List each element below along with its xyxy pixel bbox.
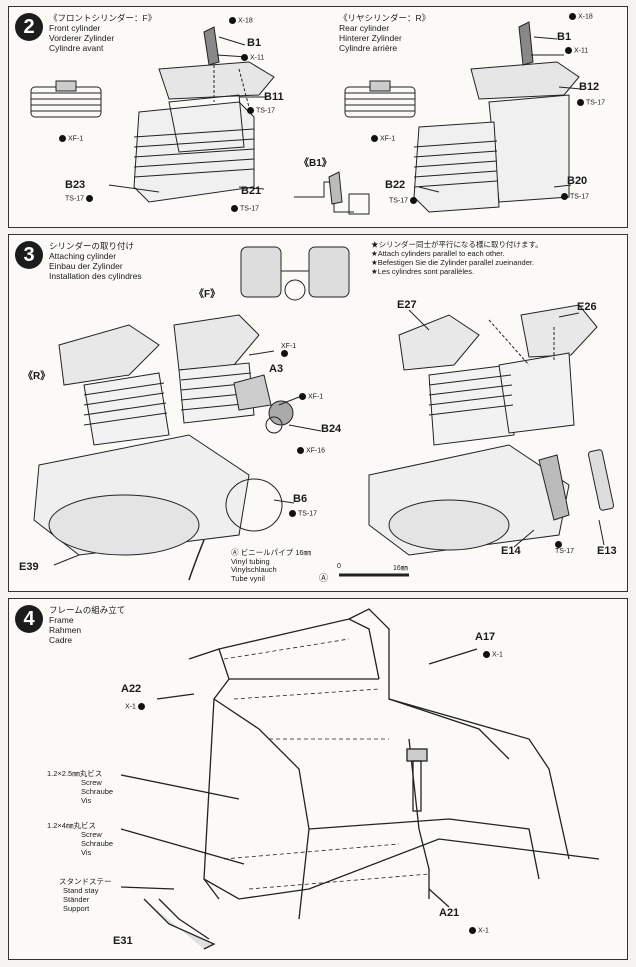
paint-dot-icon: [371, 135, 378, 142]
paint-dot-icon: [289, 510, 296, 517]
paint-dot-icon: [555, 541, 562, 548]
paint-code-x11-front: X-11: [241, 54, 264, 61]
part-a17: A17: [475, 631, 496, 643]
step-3-notes: ★シリンダー同士が平行になる様に取り付けます。 ★Attach cylinder…: [371, 240, 543, 276]
paint-code-xf1-rear: XF-1: [371, 135, 395, 142]
paint-code-x1-a22: X-1: [125, 703, 147, 710]
paint-code-ts17-b20: TS-17: [561, 193, 589, 200]
paint-dot-icon: [565, 47, 572, 54]
paint-dot-icon: [231, 205, 238, 212]
paint-dot-icon: [229, 17, 236, 24]
paint-dot-icon: [561, 193, 568, 200]
paint-dot-icon: [86, 195, 94, 202]
step-4-title: フレームの組み立て Frame Rahmen Cadre: [49, 605, 126, 645]
step-2-panel: 2 《フロントシリンダー：F》 Front cylinder Vorderer …: [8, 6, 628, 228]
paint-code-xf1-a3: XF-1: [281, 343, 296, 357]
paint-dot-icon: [59, 135, 66, 142]
paint-code-ts17-e13: TS-17: [555, 541, 574, 555]
part-b6: B6: [293, 493, 308, 505]
step-2-drawing: [30, 21, 582, 215]
engine-left: [33, 314, 294, 581]
cylinder-f-label: 《F》: [194, 289, 221, 300]
paint-dot-icon: [569, 13, 576, 20]
paint-dot-icon: [410, 197, 418, 204]
vinyl-tubing-callout: Ⓐ ビニールパイプ 16㎜ Vinyl tubing Vinylschlauch…: [231, 548, 312, 583]
paint-code-ts17-b21: TS-17: [231, 205, 259, 212]
part-b12: B12: [579, 81, 600, 93]
paint-dot-icon: [469, 927, 476, 934]
scale-zero: 0: [337, 563, 341, 570]
part-e13: E13: [597, 545, 617, 557]
part-b1-rear: B1: [557, 31, 572, 43]
cylinder-r-label: 《R》: [23, 371, 51, 382]
scale-length: 16㎜: [393, 565, 408, 572]
part-e39: E39: [19, 561, 39, 573]
paint-code-xf1-front: XF-1: [59, 135, 83, 142]
paint-code-xf16: XF-16: [297, 447, 325, 454]
paint-code-ts17-b11: TS-17: [247, 107, 275, 114]
paint-dot-icon: [483, 651, 490, 658]
paint-code-ts17-b23: TS-17: [65, 195, 95, 202]
scale-marker: Ⓐ: [319, 573, 329, 583]
part-e27: E27: [397, 299, 417, 311]
screw-4mm-label: 1.2×4㎜丸ビス Screw Schraube Vis: [47, 821, 114, 857]
paint-dot-icon: [247, 107, 254, 114]
rear-head-painted: [344, 80, 416, 118]
part-b1-front: B1: [247, 37, 262, 49]
part-b20: B20: [567, 175, 588, 187]
paint-code-x11-rear: X-11: [565, 47, 588, 54]
paint-dot-icon: [281, 350, 288, 357]
screw-2-5mm-label: 1.2×2.5㎜丸ビス Screw Schraube Vis: [47, 769, 114, 805]
paint-code-ts17-b22: TS-17: [389, 197, 419, 204]
step-4-panel: 4 フレームの組み立て Frame Rahmen Cadre: [8, 598, 628, 960]
paint-dot-icon: [299, 393, 306, 400]
part-b11: B11: [264, 91, 284, 103]
front-cylinder-exploded: [133, 26, 275, 203]
front-cylinder-caption: 《フロントシリンダー：F》 Front cylinder Vorderer Zy…: [49, 13, 157, 53]
paint-code-xf1-b24: XF-1: [299, 393, 323, 400]
part-a21: A21: [439, 907, 460, 919]
paint-code-x1-a21: X-1: [469, 927, 489, 934]
step-3-drawing: [33, 246, 615, 581]
part-a3: A3: [269, 363, 284, 375]
part-b24: B24: [321, 423, 342, 435]
paint-dot-icon: [297, 447, 304, 454]
front-head-painted: [30, 80, 102, 118]
step-number: 3: [15, 241, 43, 269]
part-e31: E31: [113, 935, 133, 947]
part-e14: E14: [501, 545, 521, 557]
paint-code-x18-rear: X-18: [569, 13, 593, 20]
step-4-drawing: [120, 608, 600, 950]
step-number: 2: [15, 13, 43, 41]
step-3-panel: 3 シリンダーの取り付け Attaching cylinder Einbau d…: [8, 234, 628, 592]
paint-code-x18-front: X-18: [229, 17, 253, 24]
stand-stay-label: スタンドステー Stand stay Ständer Support: [59, 877, 112, 913]
part-a22: A22: [121, 683, 142, 695]
b1-detail-label: 《B1》: [299, 158, 332, 169]
rear-cylinder-caption: 《リヤシリンダー：R》 Rear cylinder Hinterer Zylin…: [339, 13, 431, 53]
paint-code-ts17-b6: TS-17: [289, 510, 317, 517]
part-b23: B23: [65, 179, 86, 191]
part-b21: B21: [241, 185, 262, 197]
step-number: 4: [15, 605, 43, 633]
part-b22: B22: [385, 179, 406, 191]
rear-cylinder-exploded: [413, 21, 580, 213]
paint-dot-icon: [577, 99, 584, 106]
part-e26: E26: [577, 301, 597, 313]
paint-code-ts17-b12: TS-17: [577, 99, 605, 106]
step-3-title: シリンダーの取り付け Attaching cylinder Einbau der…: [49, 241, 142, 281]
paint-dot-icon: [241, 54, 248, 61]
engine-right: [368, 304, 615, 556]
paint-dot-icon: [137, 703, 145, 710]
top-view-inset: [240, 246, 350, 301]
b1-detail: [294, 171, 370, 215]
paint-code-x1-a17: X-1: [483, 651, 503, 658]
